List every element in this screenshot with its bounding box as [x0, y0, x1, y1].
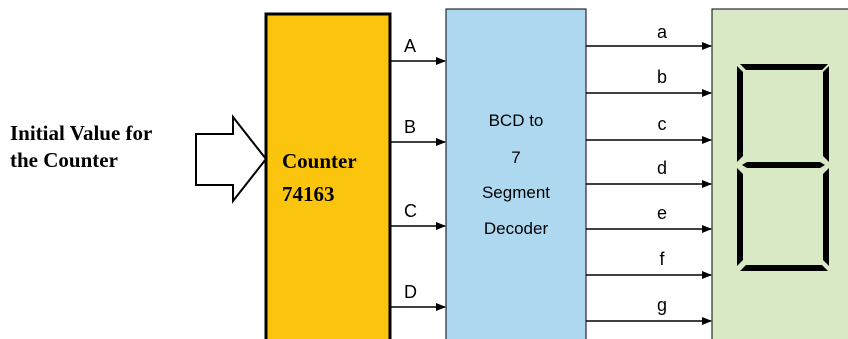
decoder-label-line2: 7	[511, 148, 520, 167]
decoder-label-line4: Decoder	[484, 219, 549, 238]
segment-g-icon	[742, 162, 825, 168]
signal-label-C: C	[404, 201, 417, 221]
input-arrow-icon	[195, 114, 268, 204]
counter-part-number: 74163	[282, 182, 335, 206]
segment-b-icon	[823, 66, 829, 162]
segment-label-c: c	[658, 114, 667, 134]
segment-signal-lines	[586, 42, 712, 325]
seven-segment-digit-icon	[737, 64, 829, 271]
segment-label-a: a	[657, 22, 668, 42]
segment-label-g: g	[657, 295, 667, 315]
decoder-label-line3: Segment	[482, 183, 550, 202]
segment-d-icon	[740, 265, 828, 271]
segment-a-icon	[740, 64, 828, 70]
segment-c-icon	[823, 168, 829, 266]
signal-label-D: D	[404, 282, 417, 302]
counter-block	[264, 12, 392, 339]
decoder-label-line1: BCD to	[489, 111, 544, 130]
input-label-line1: Initial Value for	[10, 121, 152, 145]
segment-label-d: d	[657, 158, 667, 178]
segment-e-icon	[737, 168, 743, 266]
segment-label-b: b	[657, 67, 667, 87]
counter-label: Counter	[282, 149, 357, 173]
segment-label-e: e	[657, 203, 667, 223]
decoder-block	[445, 8, 587, 339]
signal-label-B: B	[404, 117, 416, 137]
signal-label-A: A	[404, 36, 416, 56]
input-label-line2: the Counter	[10, 148, 118, 172]
bcd-signal-lines	[390, 57, 446, 311]
segment-label-f: f	[659, 249, 665, 269]
segment-f-icon	[737, 66, 743, 162]
